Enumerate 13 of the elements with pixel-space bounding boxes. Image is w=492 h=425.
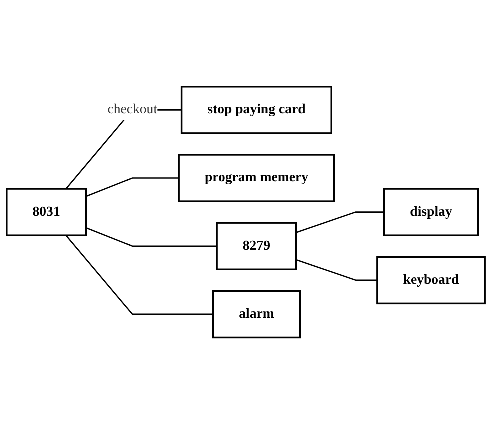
node-box: display [383, 188, 480, 237]
connector [296, 260, 378, 282]
node-box: 8279 [216, 222, 298, 271]
node-box: program memery [178, 154, 336, 203]
connector [86, 228, 218, 248]
node-box: stop paying card [180, 86, 332, 134]
node-box: alarm [212, 290, 302, 339]
node-box: 8031 [6, 188, 88, 237]
edge-label: checkout [108, 102, 158, 118]
connector [296, 212, 384, 234]
connector [66, 235, 214, 316]
connector [86, 178, 180, 198]
node-box: keyboard [376, 256, 486, 305]
